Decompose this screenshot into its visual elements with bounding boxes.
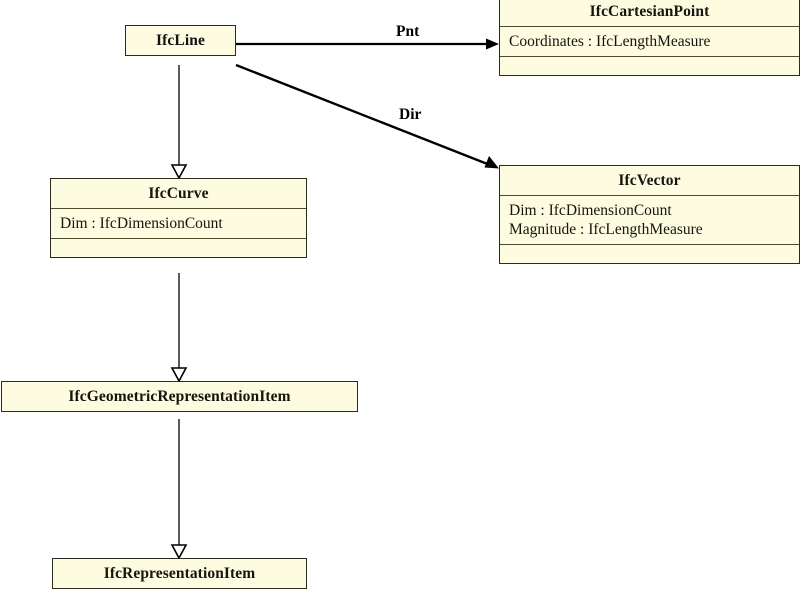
association-label-pnt: Pnt bbox=[396, 23, 420, 40]
class-name-ifccurve: IfcCurve bbox=[148, 185, 209, 202]
class-operations-ifcvector bbox=[500, 244, 799, 263]
class-attribute: Magnitude : IfcLengthMeasure bbox=[509, 221, 703, 238]
association-dir-line bbox=[235, 63, 491, 167]
class-box-ifcgeometricrepresentationitem[interactable]: IfcGeometricRepresentationItem bbox=[1, 381, 358, 412]
class-attribute: Coordinates : IfcLengthMeasure bbox=[509, 33, 711, 50]
class-box-ifccartesianpoint[interactable]: IfcCartesianPoint Coordinates : IfcLengt… bbox=[499, 0, 800, 76]
class-name-ifcrepresentationitem: IfcRepresentationItem bbox=[103, 565, 256, 582]
class-name-ifcvector: IfcVector bbox=[618, 172, 681, 189]
generalization-ifcline-ifccurve bbox=[170, 65, 188, 180]
class-operations-ifccartesianpoint bbox=[500, 56, 799, 75]
class-attribute: Dim : IfcDimensionCount bbox=[60, 215, 223, 232]
class-box-ifcvector[interactable]: IfcVector Dim : IfcDimensionCount Magnit… bbox=[499, 165, 800, 264]
class-box-ifcrepresentationitem[interactable]: IfcRepresentationItem bbox=[52, 558, 307, 589]
generalization-ifcgeomrepitem-ifcrepitem bbox=[170, 419, 188, 560]
class-attributes-ifcvector: Dim : IfcDimensionCount Magnitude : IfcL… bbox=[500, 195, 799, 244]
association-label-dir: Dir bbox=[399, 106, 422, 123]
generalization-ifccurve-ifcgeomrepitem-arrowhead bbox=[170, 367, 188, 383]
class-name-ifccartesianpoint: IfcCartesianPoint bbox=[589, 3, 710, 20]
class-box-ifcline[interactable]: IfcLine bbox=[125, 25, 236, 56]
association-pnt bbox=[236, 38, 499, 50]
class-box-ifccurve[interactable]: IfcCurve Dim : IfcDimensionCount bbox=[50, 178, 307, 258]
class-attributes-ifccurve: Dim : IfcDimensionCount bbox=[51, 208, 306, 238]
association-pnt-arrowhead bbox=[486, 38, 499, 50]
class-name-ifcgeometricrepresentationitem: IfcGeometricRepresentationItem bbox=[68, 388, 291, 405]
generalization-ifcline-ifccurve-arrowhead bbox=[170, 164, 188, 180]
generalization-ifccurve-ifcgeomrepitem bbox=[170, 273, 188, 383]
class-operations-ifccurve bbox=[51, 238, 306, 257]
generalization-ifcgeomrepitem-ifcrepitem-arrowhead bbox=[170, 544, 188, 560]
association-dir bbox=[235, 63, 499, 169]
association-dir-arrowhead bbox=[484, 156, 499, 169]
class-attribute: Dim : IfcDimensionCount bbox=[509, 202, 672, 219]
class-name-ifcline: IfcLine bbox=[156, 32, 205, 49]
class-attributes-ifccartesianpoint: Coordinates : IfcLengthMeasure bbox=[500, 26, 799, 56]
